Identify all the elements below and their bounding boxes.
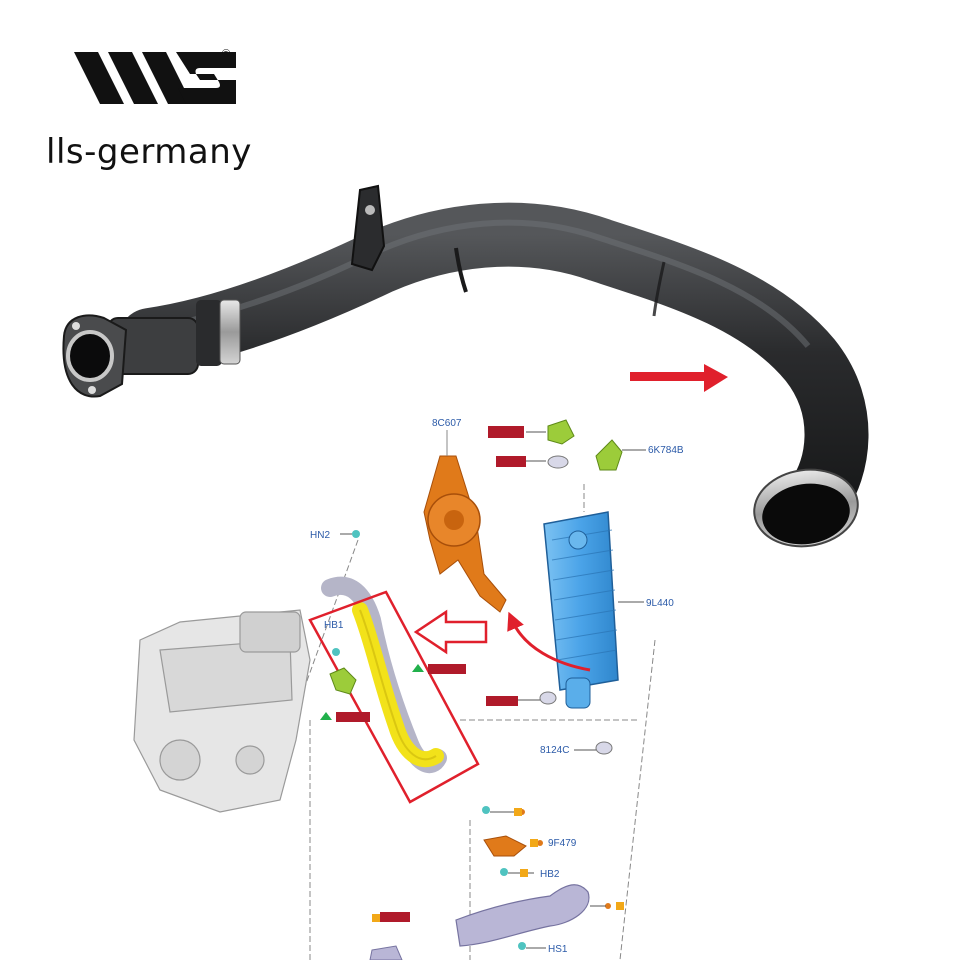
red-arrow [630, 364, 728, 392]
red-curved-arrow [507, 611, 591, 672]
fan-shroud [423, 430, 507, 613]
brand-name: lls-germany [46, 132, 252, 172]
clip-parts [329, 530, 360, 695]
label-hn2: HN2 [310, 530, 330, 541]
registered-mark: ® [222, 48, 230, 60]
intercooler [543, 511, 644, 709]
outline-arrow [413, 609, 488, 655]
engine-block [133, 609, 311, 813]
charge-air-hose [62, 184, 869, 548]
exploded-diagram: 8C607 6K784B 9L440 8124C HN2 HB1 9F479 H… [133, 418, 684, 960]
label-hb1: HB1 [324, 620, 344, 631]
label-hb2: HB2 [540, 869, 560, 880]
brand-logo: ® [74, 48, 236, 104]
label-9l440: 9L440 [646, 598, 674, 609]
lower-parts [369, 691, 624, 960]
small-bracket-parts [488, 419, 646, 471]
label-8124c: 8124C [540, 745, 569, 756]
label-8c607: 8C607 [432, 418, 462, 429]
highlighted-hose [308, 576, 480, 804]
label-9f479: 9F479 [548, 838, 577, 849]
label-6k784b: 6K784B [648, 445, 684, 456]
label-hs1: HS1 [548, 944, 568, 955]
